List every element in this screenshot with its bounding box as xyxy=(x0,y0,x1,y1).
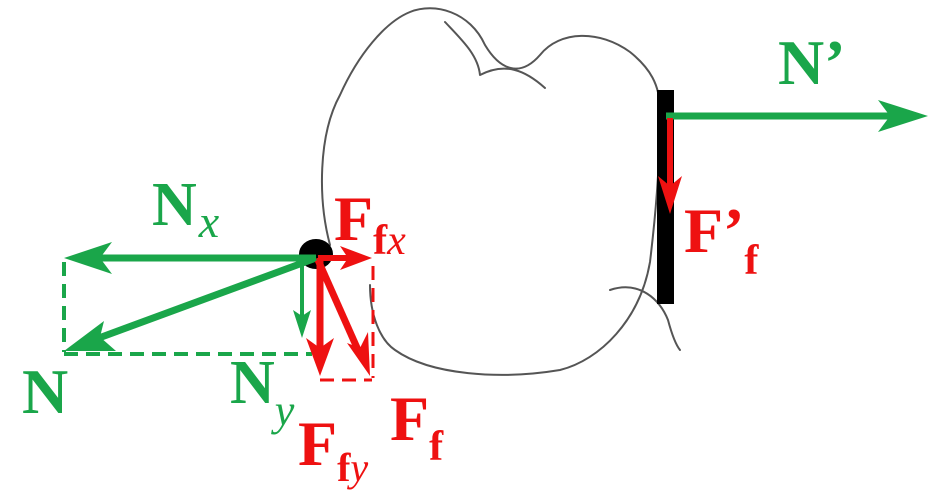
arrow-n-shaft xyxy=(86,254,318,346)
object-outline xyxy=(321,7,681,376)
label-ff-main: F xyxy=(390,383,429,454)
arrow-n-prime-head xyxy=(878,100,928,132)
arrow-n-head xyxy=(64,321,116,351)
label-n: N xyxy=(22,356,68,427)
label-ny-sub: y xyxy=(271,386,295,435)
object-lower-line xyxy=(609,286,681,351)
arrow-ff-shaft xyxy=(314,258,362,352)
label-ffx-main: F xyxy=(334,183,373,254)
friction-force-arrows xyxy=(306,118,682,376)
label-ffy: Ffy xyxy=(298,408,368,490)
construction-lines xyxy=(62,262,375,382)
label-nx-sub: x xyxy=(198,196,220,247)
label-ffx-sub-f: f xyxy=(373,218,388,264)
label-nx: Nx xyxy=(152,171,220,247)
label-ffx: Ffx xyxy=(334,183,406,264)
label-n-prime: N’ xyxy=(778,27,846,98)
arrow-nx-head xyxy=(64,242,112,274)
label-ffy-sub-f: f xyxy=(337,445,351,490)
arrow-ffy-head xyxy=(306,338,334,376)
label-ffy-sub-y: y xyxy=(346,445,368,490)
object-body-outline xyxy=(321,7,661,376)
object-crease-line xyxy=(444,21,546,89)
label-fpf: F’f xyxy=(684,195,759,284)
label-ffx-sub-x: x xyxy=(386,218,406,264)
arrow-ny-head xyxy=(293,310,311,338)
label-fpf-main: F’ xyxy=(684,195,744,266)
label-nx-main: N xyxy=(152,171,197,239)
label-fpf-sub: f xyxy=(744,238,759,284)
arrow-ff-head xyxy=(347,332,370,376)
label-ny-main: N xyxy=(230,349,275,417)
normal-force-arrows xyxy=(64,100,928,351)
label-ff-sub: f xyxy=(429,424,444,470)
label-ff: Ff xyxy=(390,383,444,470)
label-ffy-main: F xyxy=(298,408,337,479)
arrow-ffx-head xyxy=(340,246,372,270)
arrow-fpf-head xyxy=(658,176,682,214)
label-ny: Ny xyxy=(230,349,295,435)
